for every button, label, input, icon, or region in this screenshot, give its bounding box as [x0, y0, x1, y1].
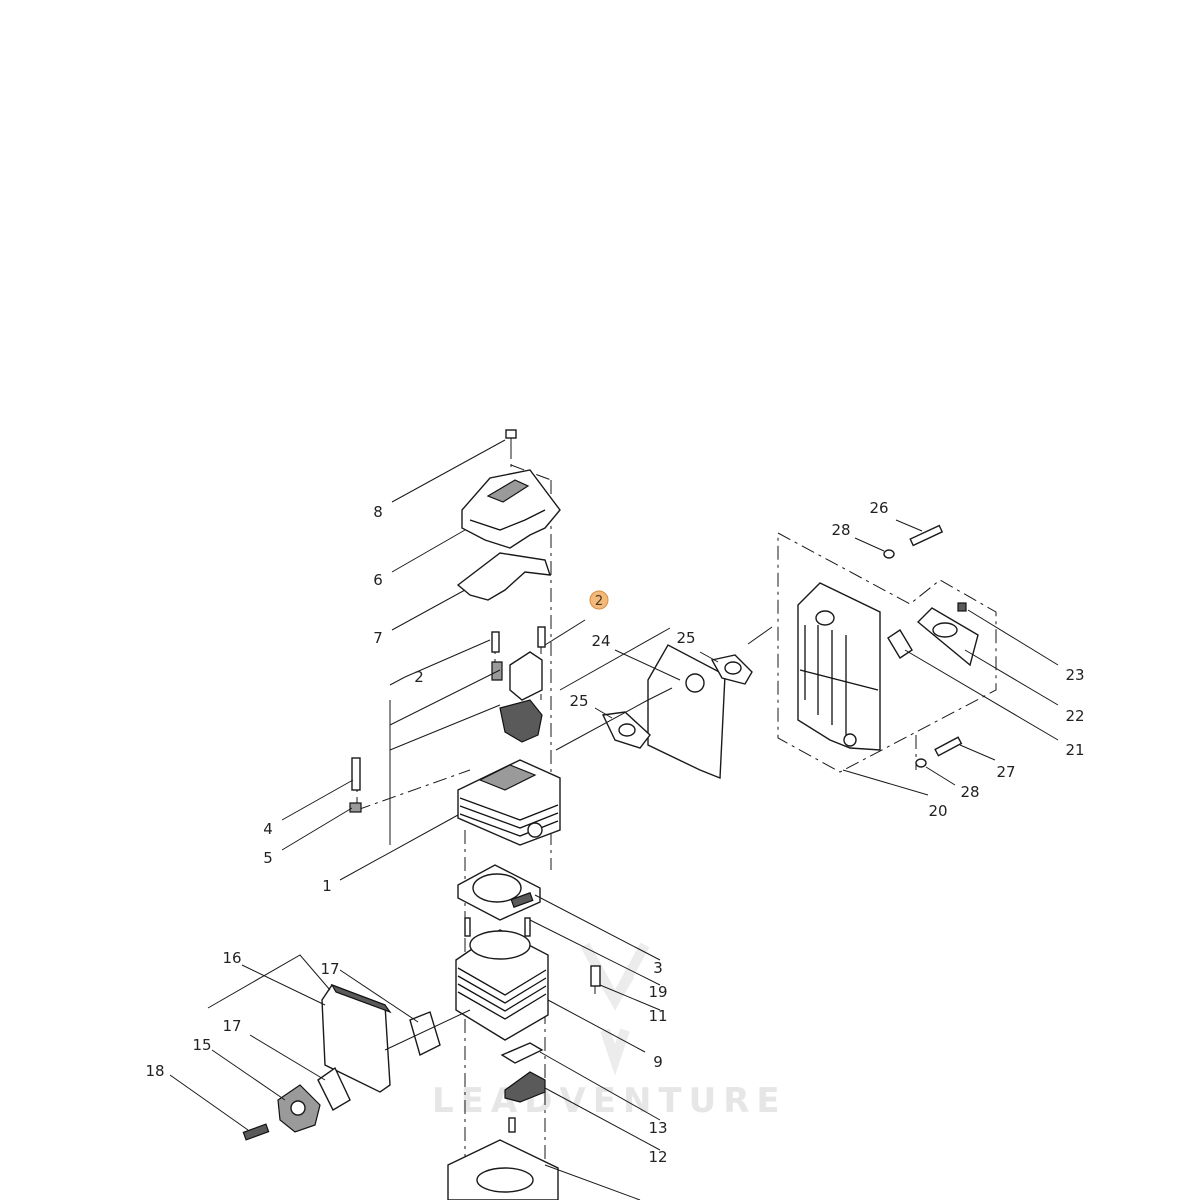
- label-part-13[interactable]: 13: [648, 1119, 667, 1137]
- part-17-gasket-upper: [409, 1011, 441, 1057]
- label-part-22[interactable]: 22: [1065, 707, 1084, 725]
- part-17-gasket-lower: [317, 1066, 351, 1111]
- part-19-dowel: [464, 917, 531, 937]
- label-part-25-right[interactable]: 25: [676, 629, 695, 647]
- part-13-gasket: [500, 1042, 544, 1064]
- part-labels: 8 6 7 2 4 5 1 3 19 11 9 13 12 16 17 17 1…: [145, 499, 1084, 1166]
- label-part-9[interactable]: 9: [653, 1053, 663, 1071]
- part-12-block: [504, 1071, 546, 1133]
- part-7-cover-gasket: [456, 552, 552, 601]
- part-2-bolts: [491, 626, 546, 653]
- label-part-28-upper[interactable]: 28: [831, 521, 850, 539]
- label-part-17-upper[interactable]: 17: [320, 960, 339, 978]
- label-part-12[interactable]: 12: [648, 1148, 667, 1166]
- part-23-screw: [957, 602, 967, 612]
- label-part-20[interactable]: 20: [928, 802, 947, 820]
- label-part-19[interactable]: 19: [648, 983, 667, 1001]
- part-28-washer-lower: [915, 758, 927, 768]
- part-27-bolt: [934, 736, 963, 757]
- label-part-23[interactable]: 23: [1065, 666, 1084, 684]
- label-part-1[interactable]: 1: [322, 877, 332, 895]
- label-part-21[interactable]: 21: [1065, 741, 1084, 759]
- part-20-muffler: [797, 582, 881, 751]
- part-3-head-gasket: [457, 864, 541, 921]
- part-22-spark-arrestor: [916, 607, 979, 667]
- label-part-11[interactable]: 11: [648, 1007, 667, 1025]
- part-16-plate: [321, 983, 392, 1093]
- label-part-16[interactable]: 16: [222, 949, 241, 967]
- watermark: LEADVENTURE: [432, 942, 787, 1121]
- part-8-bolt: [505, 429, 517, 450]
- part-25-gasket-left: [601, 711, 651, 749]
- part-24-heat-shield: [647, 644, 726, 780]
- part-21-plate: [887, 629, 913, 659]
- part-11-bolt: [590, 965, 601, 987]
- label-part-28-lower[interactable]: 28: [960, 783, 979, 801]
- part-6-valve-cover: [461, 469, 561, 549]
- leader-lines: [169, 439, 1059, 1200]
- part-18-bolt: [242, 1123, 270, 1141]
- part-25-gasket-right: [710, 654, 753, 685]
- highlight-callout-number: 2: [595, 594, 603, 609]
- label-part-17-lower[interactable]: 17: [222, 1017, 241, 1035]
- label-part-25-left[interactable]: 25: [569, 692, 588, 710]
- label-part-4[interactable]: 4: [263, 820, 273, 838]
- label-part-26[interactable]: 26: [869, 499, 888, 517]
- label-part-15[interactable]: 15: [192, 1036, 211, 1054]
- part-4-stud: [351, 757, 361, 791]
- label-part-2[interactable]: 2: [414, 668, 424, 686]
- label-part-24[interactable]: 24: [591, 632, 610, 650]
- label-part-3[interactable]: 3: [653, 959, 663, 977]
- part-15-intake-flange: [277, 1084, 321, 1133]
- part-28-washer-upper: [883, 549, 895, 559]
- part-26-bolt: [909, 524, 944, 547]
- part-5-nut: [349, 802, 362, 813]
- part-1-cylinder-head: [457, 759, 561, 846]
- label-part-7[interactable]: 7: [373, 629, 383, 647]
- label-part-8[interactable]: 8: [373, 503, 383, 521]
- label-part-5[interactable]: 5: [263, 849, 273, 867]
- part-9-cylinder: [455, 929, 549, 1041]
- label-part-6[interactable]: 6: [373, 571, 383, 589]
- label-part-27[interactable]: 27: [996, 763, 1015, 781]
- rocker-assembly: [491, 651, 543, 743]
- highlight-callout-2[interactable]: 2: [589, 590, 609, 610]
- label-part-18[interactable]: 18: [145, 1062, 164, 1080]
- watermark-text: LEADVENTURE: [432, 1081, 787, 1121]
- base-gasket: [447, 1139, 559, 1200]
